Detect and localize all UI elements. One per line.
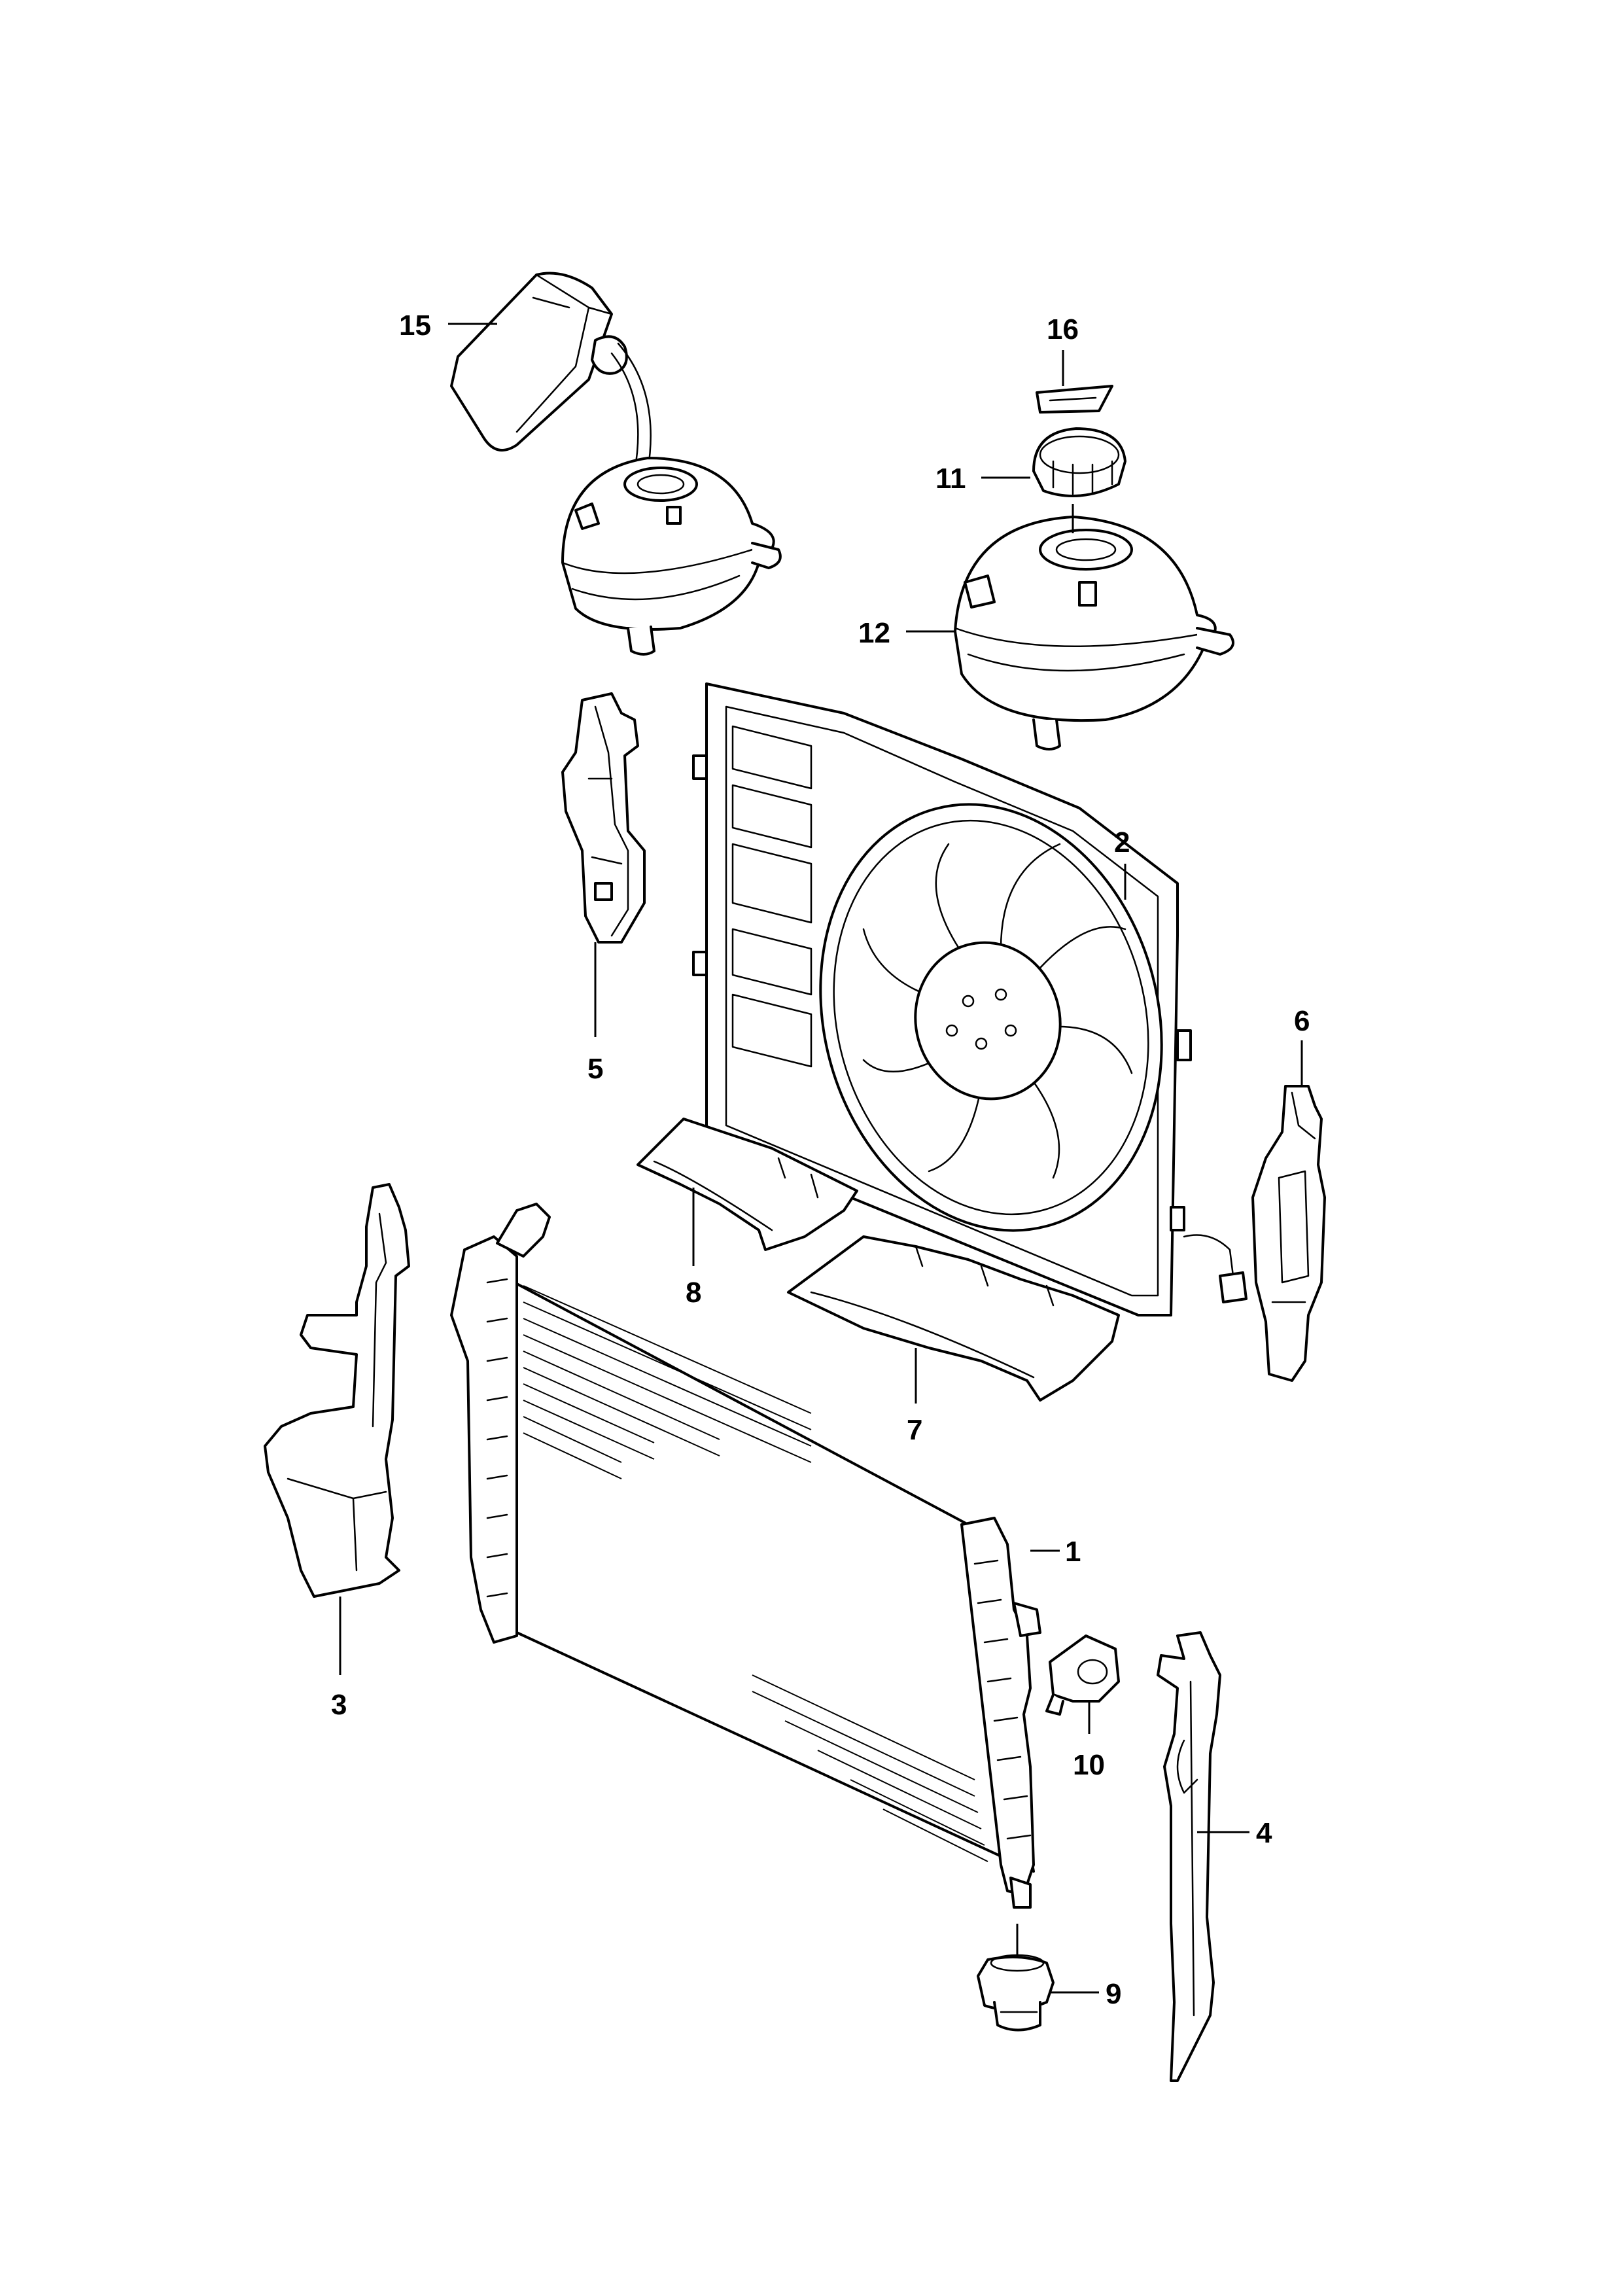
callout-5: 5	[587, 1053, 603, 1085]
part-1-radiator	[450, 1203, 1041, 1909]
callout-12: 12	[858, 617, 890, 649]
part-15-reservoir-with-bottle	[450, 272, 782, 656]
leader-lines	[339, 323, 1303, 1994]
part-4-air-guide-right	[1157, 1631, 1221, 2082]
part-8-air-duct-small	[637, 1118, 858, 1251]
callout-labels: 15 16 11 12 2 5 6 8 7 1 3 10 4 9	[331, 309, 1310, 2010]
callout-15: 15	[399, 309, 431, 342]
part-5-air-guide-left	[561, 692, 646, 944]
part-2-fan-shroud	[692, 682, 1248, 1316]
callout-10: 10	[1073, 1749, 1105, 1781]
callout-11: 11	[935, 463, 966, 495]
part-7-air-duct-large	[787, 1235, 1120, 1402]
callout-8: 8	[686, 1277, 701, 1309]
callout-4: 4	[1256, 1817, 1272, 1849]
part-11-cap	[1032, 427, 1126, 497]
callout-7: 7	[907, 1414, 922, 1446]
callout-2: 2	[1114, 826, 1130, 858]
part-3-air-guide-left	[264, 1183, 410, 1598]
part-9-grommet	[977, 1954, 1055, 2032]
callout-16: 16	[1047, 313, 1079, 345]
part-16-label-tag	[1036, 385, 1113, 414]
callout-3: 3	[331, 1689, 347, 1721]
callout-9: 9	[1106, 1978, 1121, 2010]
part-6-air-guide-right	[1251, 1085, 1326, 1382]
callout-1: 1	[1065, 1536, 1081, 1568]
part-10-bracket	[1045, 1634, 1120, 1716]
part-12-reservoir	[954, 516, 1234, 751]
callout-6: 6	[1294, 1005, 1310, 1037]
